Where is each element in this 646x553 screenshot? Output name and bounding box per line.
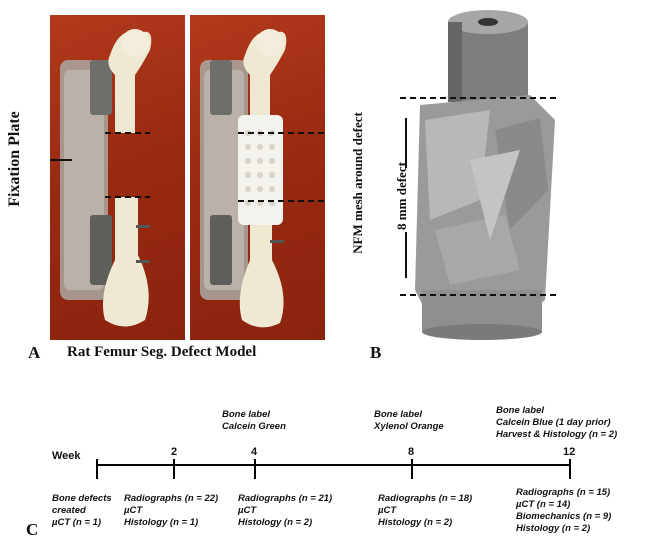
defect-length-label: 8 mm defect <box>394 162 409 230</box>
week-number-2: 2 <box>171 446 178 458</box>
microct-render <box>400 10 556 340</box>
panel-a-caption: Rat Femur Seg. Defect Model <box>67 344 257 360</box>
week-axis-label: Week <box>52 450 81 462</box>
timeline-tick-week-12 <box>569 459 571 479</box>
week-8-bone-label-note: Bone label Xylenol Orange <box>374 409 444 432</box>
timeline-tick-week-8 <box>411 459 413 479</box>
week-4-bone-label-note: Bone label Calcein Green <box>222 409 286 432</box>
week-number-4: 4 <box>251 446 258 458</box>
femur-photo-without-mesh <box>50 15 185 340</box>
week-12-bone-label-note: Bone label Calcein Blue (1 day prior) Ha… <box>496 405 618 440</box>
panel-b-letter: B <box>370 343 382 362</box>
timeline-tick-week-0 <box>96 459 98 479</box>
nfm-mesh-label: NFM mesh around defect <box>350 112 365 254</box>
panel-b <box>370 0 646 350</box>
femur-with-mesh-drawing <box>200 29 325 328</box>
timeline-axis <box>96 464 571 466</box>
fixation-plate-label: Fixation Plate <box>6 111 23 207</box>
week-0-procedure-note: Bone defects created µCT (n = 1) <box>52 493 112 528</box>
week-number-8: 8 <box>408 446 415 458</box>
week-4-procedure-note: Radiographs (n = 21) µCT Histology (n = … <box>238 493 333 528</box>
timeline-panel: Week 2 4 8 12 Bone label Calcein Green B… <box>0 395 646 553</box>
timeline-tick-week-4 <box>254 459 256 479</box>
timeline-tick-week-2 <box>173 459 175 479</box>
panel-a: Fixation Plate NFM mesh around defect <box>0 0 365 368</box>
panel-c-letter: C <box>26 520 39 539</box>
panel-a-letter: A <box>28 343 41 362</box>
week-12-procedure-note: Radiographs (n = 15) µCT (n = 14) Biomec… <box>516 487 612 534</box>
femur-with-plate-drawing <box>50 29 152 327</box>
week-8-procedure-note: Radiographs (n = 18) µCT Histology (n = … <box>378 493 473 528</box>
week-number-12: 12 <box>563 446 576 458</box>
week-2-procedure-note: Radiographs (n = 22) µCT Histology (n = … <box>124 493 219 528</box>
femur-photo-with-mesh <box>190 15 325 340</box>
